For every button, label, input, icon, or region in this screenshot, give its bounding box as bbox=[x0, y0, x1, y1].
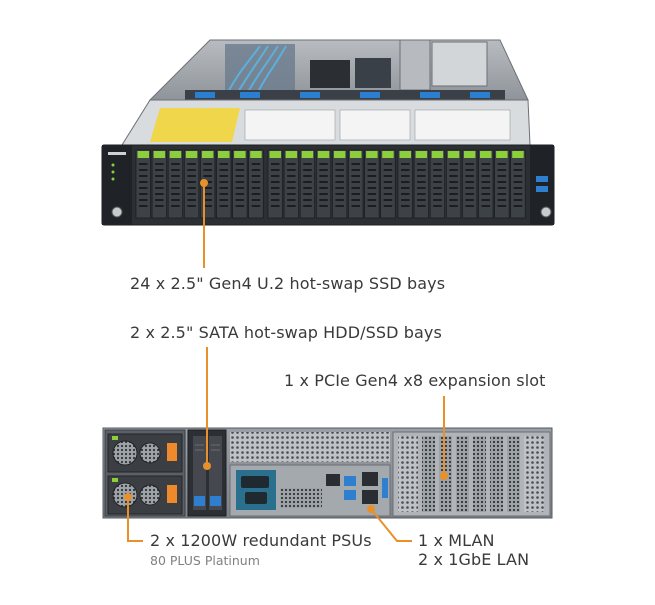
drive-tab bbox=[269, 151, 281, 158]
drive-bay bbox=[494, 149, 510, 219]
drive-tab bbox=[250, 151, 262, 158]
drive-tab bbox=[185, 151, 198, 158]
drive-tab bbox=[447, 151, 460, 158]
drive-tab bbox=[137, 151, 149, 158]
psu-label: 2 x 1200W redundant PSUs bbox=[150, 531, 372, 550]
psu-sublabel: 80 PLUS Platinum bbox=[150, 553, 260, 568]
drive-tab bbox=[382, 151, 394, 158]
drive-tab bbox=[399, 151, 411, 158]
drive-tab bbox=[333, 151, 346, 158]
drive-bay bbox=[248, 149, 264, 219]
drive-bay bbox=[267, 149, 283, 219]
drive-tab bbox=[350, 151, 362, 158]
drive-bay bbox=[348, 149, 364, 219]
drive-tab bbox=[285, 151, 298, 158]
drive-bay bbox=[315, 149, 332, 219]
drive-bay bbox=[380, 149, 396, 219]
drive-bay bbox=[445, 149, 462, 219]
drive-bay bbox=[478, 149, 494, 219]
pcie-slot-label: 1 x PCIe Gen4 x8 expansion slot bbox=[284, 371, 546, 390]
rear-sata-bays bbox=[187, 429, 227, 517]
ssd-bays-label: 24 x 2.5" Gen4 U.2 hot-swap SSD bays bbox=[130, 274, 446, 293]
drive-tab bbox=[496, 151, 508, 158]
drive-tab bbox=[317, 151, 330, 158]
drive-bay bbox=[151, 149, 167, 219]
front-server bbox=[101, 39, 555, 226]
drive-tab bbox=[415, 151, 428, 158]
lan-label: 2 x 1GbE LAN bbox=[418, 550, 530, 569]
drive-bay bbox=[364, 149, 380, 219]
drive-tab bbox=[153, 151, 166, 158]
drive-tab bbox=[431, 151, 444, 158]
leader-lines bbox=[124, 179, 448, 542]
expansion-slots bbox=[398, 436, 544, 512]
drive-tab bbox=[480, 151, 492, 158]
drive-tab bbox=[463, 151, 476, 158]
drive-tab bbox=[512, 151, 524, 158]
psu-units bbox=[107, 433, 183, 515]
drive-tab bbox=[234, 151, 246, 158]
drive-tab bbox=[201, 151, 214, 158]
drive-bay bbox=[283, 149, 299, 219]
drive-tab bbox=[218, 151, 230, 158]
drive-bay bbox=[135, 149, 151, 219]
rear-server bbox=[102, 427, 553, 519]
drive-bay bbox=[232, 149, 248, 219]
drive-bay bbox=[184, 149, 200, 219]
drive-bay bbox=[299, 149, 316, 219]
drive-tab bbox=[301, 151, 314, 158]
drive-tab bbox=[366, 151, 378, 158]
drive-bay bbox=[510, 149, 526, 219]
drive-tab bbox=[169, 151, 182, 158]
drive-bay bbox=[397, 149, 413, 219]
drive-bay bbox=[216, 149, 232, 219]
drive-bay bbox=[429, 149, 446, 219]
drive-bay bbox=[413, 149, 429, 219]
drive-bay bbox=[462, 149, 478, 219]
drive-bay bbox=[332, 149, 348, 219]
drive-bay bbox=[167, 149, 183, 219]
front-drive-bays bbox=[135, 149, 526, 219]
mlan-label: 1 x MLAN bbox=[418, 531, 495, 550]
sata-bays-label: 2 x 2.5" SATA hot-swap HDD/SSD bays bbox=[130, 323, 442, 342]
